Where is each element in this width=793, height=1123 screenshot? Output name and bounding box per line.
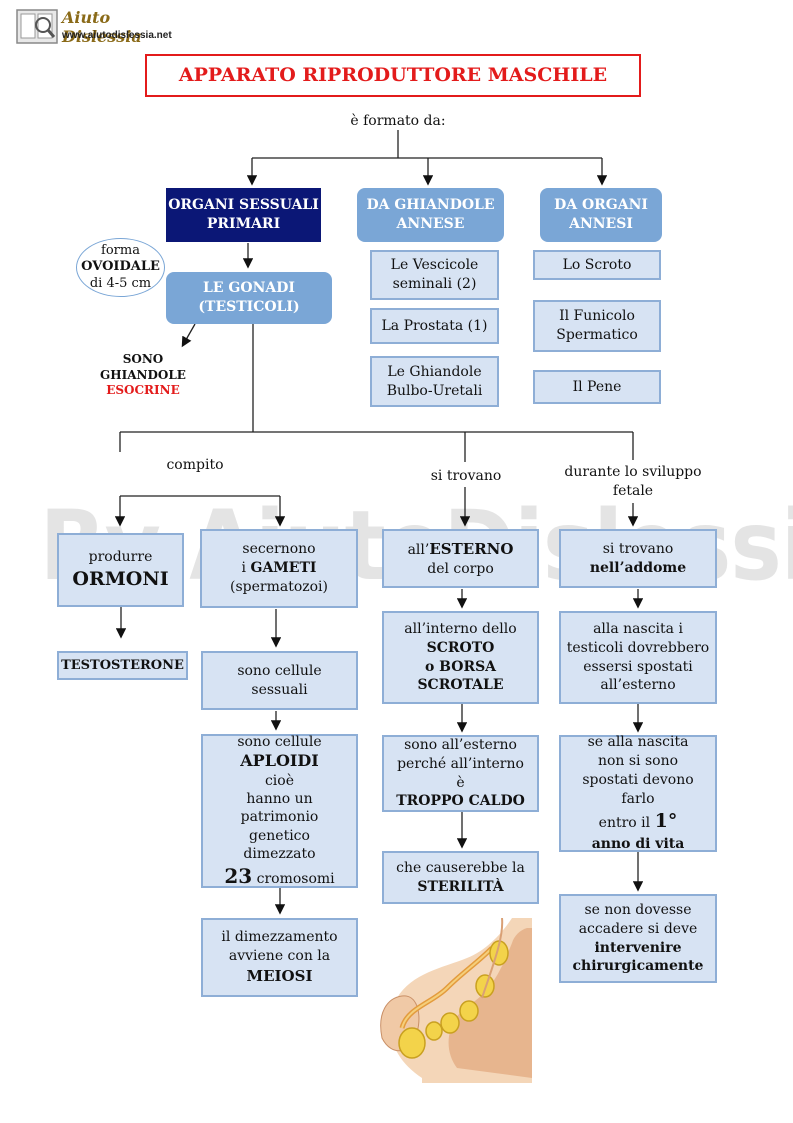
label-located: si trovano	[430, 468, 502, 484]
organ-item-scrotum: Lo Scroto	[533, 250, 661, 280]
that-is-text: cioè	[264, 773, 295, 790]
testicle-anatomy-illustration	[380, 918, 532, 1083]
too-hot-text: TROPPO CALDO	[396, 793, 525, 810]
organs-header-text: DA ORGANI ANNESI	[554, 197, 648, 232]
glands-header-box: DA GHIANDOLE ANNESE	[357, 188, 504, 242]
hormones-text: ORMONI	[72, 567, 169, 590]
gland-item-bulbourethral-text: Le Ghiandole Bulbo-Uretali	[386, 363, 483, 399]
body-text: del corpo	[427, 560, 494, 577]
scrotum-box: all’interno dello SCROTO o BORSA SCROTAL…	[382, 611, 539, 704]
organ-item-spermatic-cord: Il Funicolo Spermatico	[533, 300, 661, 352]
sexual-cells-box: sono cellule sessuali	[201, 651, 358, 710]
intro-label: è formato da:	[350, 113, 446, 129]
sterility-box: che causerebbe la STERILITÀ	[382, 851, 539, 904]
sexual-cells-text: sono cellule sessuali	[237, 662, 322, 698]
within-text: entro il	[598, 815, 651, 832]
gametes-box: secernono i GAMETI (spermatozoi)	[200, 529, 358, 608]
gland-item-prostate-text: La Prostata (1)	[381, 317, 488, 334]
reason-text: sono all’esterno perché all’interno è	[397, 736, 524, 791]
gonads-text: LE GONADI (TESTICOLI)	[198, 280, 300, 315]
would-cause-text: che causerebbe la	[396, 859, 525, 876]
if-not-text: se alla nascita non si sono spostati dev…	[582, 734, 694, 808]
abdomen-text: nell’addome	[589, 559, 687, 576]
produce-text: produrre	[88, 548, 153, 565]
gland-type-line-1: SONO GHIANDOLE	[100, 352, 186, 382]
book-magnifier-icon	[16, 9, 58, 44]
gland-type-line-2: ESOCRINE	[106, 383, 180, 398]
too-hot-box: sono all’esterno perché all’interno è TR…	[382, 735, 539, 812]
halved-text: hanno un patrimonio genetico dimezzato	[240, 791, 319, 862]
outside-body-box: all’ESTERNO del corpo	[382, 529, 539, 588]
shape-line-2: OVOIDALE	[81, 259, 160, 275]
surgery-box: se non dovesse accadere si deve interven…	[559, 894, 717, 983]
shape-ellipse: forma OVOIDALE di 4-5 cm	[76, 238, 165, 297]
haploid-intro-text: sono cellule	[237, 734, 322, 751]
chromosome-count: 23	[224, 863, 253, 888]
outside-text: ESTERNO	[429, 539, 514, 558]
birth-box: alla nascita i testicoli dovrebbero esse…	[559, 611, 717, 704]
gland-type-label: SONO GHIANDOLE ESOCRINE	[78, 352, 208, 399]
year-text: anno di vita	[591, 835, 685, 852]
organs-header-box: DA ORGANI ANNESI	[540, 188, 662, 242]
gland-item-prostate: La Prostata (1)	[370, 308, 499, 344]
scrotum-text: SCROTO	[426, 639, 495, 656]
sperm-text: (spermatozoi)	[229, 578, 328, 595]
logo-title: Aiuto Dislessia	[62, 8, 142, 46]
testosterone-text: TESTOSTERONE	[61, 657, 184, 673]
gametes-line: i GAMETI	[242, 559, 317, 578]
outside-prefix: all’	[407, 541, 430, 558]
gonads-box: LE GONADI (TESTICOLI)	[166, 272, 332, 324]
birth-text: alla nascita i testicoli dovrebbero esse…	[566, 620, 710, 694]
sterility-text: STERILITÀ	[417, 878, 504, 895]
meiosis-intro-text: il dimezzamento avviene con la	[221, 929, 338, 965]
testosterone-box: TESTOSTERONE	[57, 651, 188, 680]
produce-hormones-box: produrre ORMONI	[57, 533, 184, 607]
site-logo[interactable]: Aiuto Dislessia www.aiutodislessia.net	[16, 8, 176, 46]
organ-item-scrotum-text: Lo Scroto	[562, 256, 632, 273]
scrotal-text: SCROTALE	[417, 677, 504, 694]
gland-item-vesicles: Le Vescicole seminali (2)	[370, 250, 499, 300]
organ-item-penis: Il Pene	[533, 370, 661, 404]
outside-line: all’ESTERNO	[408, 539, 514, 560]
intervene-text: intervenire chirurgicamente	[572, 939, 704, 975]
meiosis-text: MEIOSI	[246, 967, 313, 986]
glands-header-text: DA GHIANDOLE ANNESE	[366, 197, 495, 232]
first-year-box: se alla nascita non si sono spostati dev…	[559, 734, 717, 852]
gametes-prefix: i	[241, 560, 247, 577]
meiosis-box: il dimezzamento avviene con la MEIOSI	[201, 918, 358, 997]
haploid-box: sono cellule APLOIDI cioè hanno un patri…	[201, 734, 358, 888]
label-task: compito	[166, 457, 224, 473]
chromosome-word: cromosomi	[256, 870, 335, 887]
shape-line-3: di 4-5 cm	[89, 275, 152, 291]
secrete-text: secernono	[242, 541, 316, 558]
logo-url: www.aiutodislessia.net	[62, 30, 172, 41]
within-line: entro il 1°	[599, 809, 678, 835]
page-title: APPARATO RIPRODUTTORE MASCHILE	[145, 54, 641, 97]
haploid-text: APLOIDI	[240, 751, 319, 771]
shape-line-1: forma	[101, 243, 140, 259]
abdomen-box: si trovano nell’addome	[559, 529, 717, 588]
or-bag-text: o BORSA	[424, 658, 497, 675]
first-text: 1°	[654, 810, 678, 833]
page-title-text: APPARATO RIPRODUTTORE MASCHILE	[178, 63, 608, 86]
organ-item-penis-text: Il Pene	[572, 378, 622, 395]
gametes-text: GAMETI	[250, 560, 317, 577]
chromosome-line: 23 cromosomi	[224, 863, 334, 889]
gland-item-bulbourethral: Le Ghiandole Bulbo-Uretali	[370, 356, 499, 407]
found-text: si trovano	[602, 540, 674, 557]
otherwise-text: se non dovesse accadere si deve	[578, 901, 698, 937]
organ-item-spermatic-cord-text: Il Funicolo Spermatico	[556, 308, 638, 343]
primary-organs-box: ORGANI SESSUALI PRIMARI	[166, 188, 321, 242]
primary-organs-text: ORGANI SESSUALI PRIMARI	[168, 197, 319, 232]
label-development: durante lo sviluppo fetale	[564, 464, 702, 499]
gland-item-vesicles-text: Le Vescicole seminali (2)	[390, 257, 479, 292]
inside-text: all’interno dello	[404, 620, 517, 637]
